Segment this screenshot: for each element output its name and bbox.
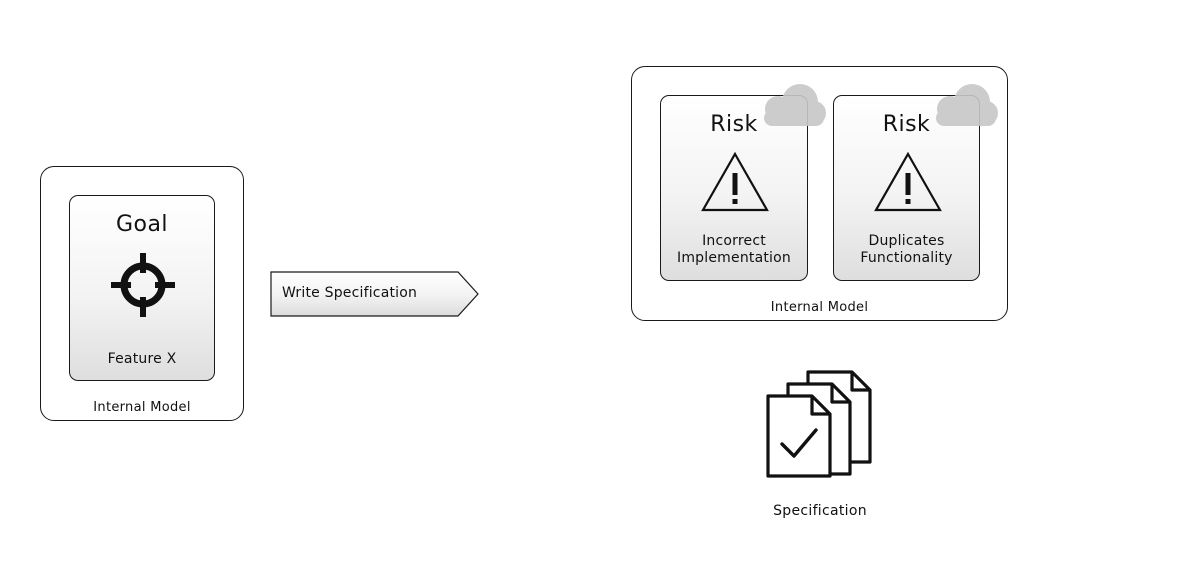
- goal-subtitle: Feature X: [107, 351, 177, 367]
- risk-subtitle-line1: Incorrect: [702, 233, 766, 249]
- risk-title: Risk: [710, 112, 758, 137]
- arrow-label: Write Specification: [282, 285, 418, 301]
- arrow-shape: [270, 271, 479, 317]
- goal-card: Goal Feature X: [69, 195, 215, 381]
- warning-triangle-icon: [874, 151, 942, 212]
- cloud-icon: [764, 84, 826, 126]
- write-specification-arrow: Write Specification: [270, 271, 480, 317]
- internal-model-caption-right: Internal Model: [770, 300, 869, 315]
- specification-label: Specification: [773, 503, 867, 519]
- risk-subtitle-line2: Functionality: [860, 250, 953, 266]
- goal-title: Goal: [115, 212, 169, 237]
- risk-subtitle-line1: Duplicates: [868, 233, 945, 249]
- risk-title: Risk: [882, 112, 931, 137]
- checked-documents-icon: [766, 370, 872, 478]
- warning-triangle-icon: [701, 151, 769, 212]
- risk-subtitle-line2: Implementation: [677, 250, 791, 266]
- internal-model-caption-left: Internal Model: [93, 400, 191, 415]
- internal-model-left: Goal Feature X Internal Model: [40, 166, 244, 421]
- crosshair-target-icon: [111, 253, 175, 317]
- cloud-icon: [936, 84, 998, 126]
